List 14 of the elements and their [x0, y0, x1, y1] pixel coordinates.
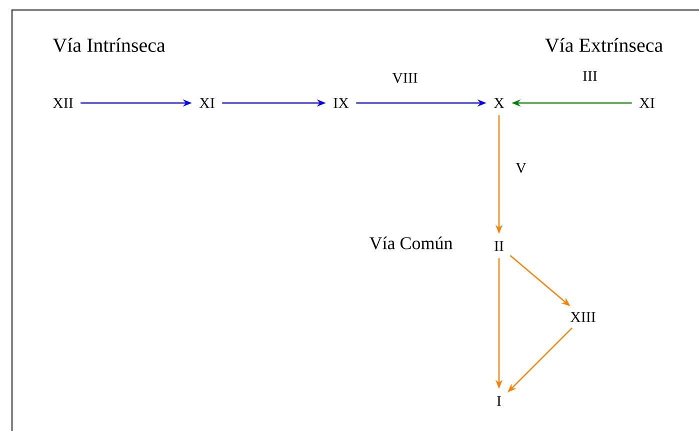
factor-label: I	[497, 396, 501, 406]
edge-label: III	[583, 71, 597, 81]
edge-label: V	[516, 162, 526, 174]
path-heading: Vía Intrínseca	[52, 38, 166, 52]
factor-label: X	[494, 98, 504, 108]
factor-label: IX	[334, 98, 349, 108]
factor-label: XI	[639, 98, 654, 108]
factor-label: XII	[52, 98, 73, 108]
path-name: Vía Común	[369, 236, 452, 250]
factor-label: II	[494, 241, 504, 251]
edge-label: VIII	[392, 72, 418, 84]
path-heading: Vía Extrínseca	[545, 38, 663, 52]
factor-label: XIII	[570, 312, 596, 322]
factor-label: XI	[199, 98, 214, 108]
